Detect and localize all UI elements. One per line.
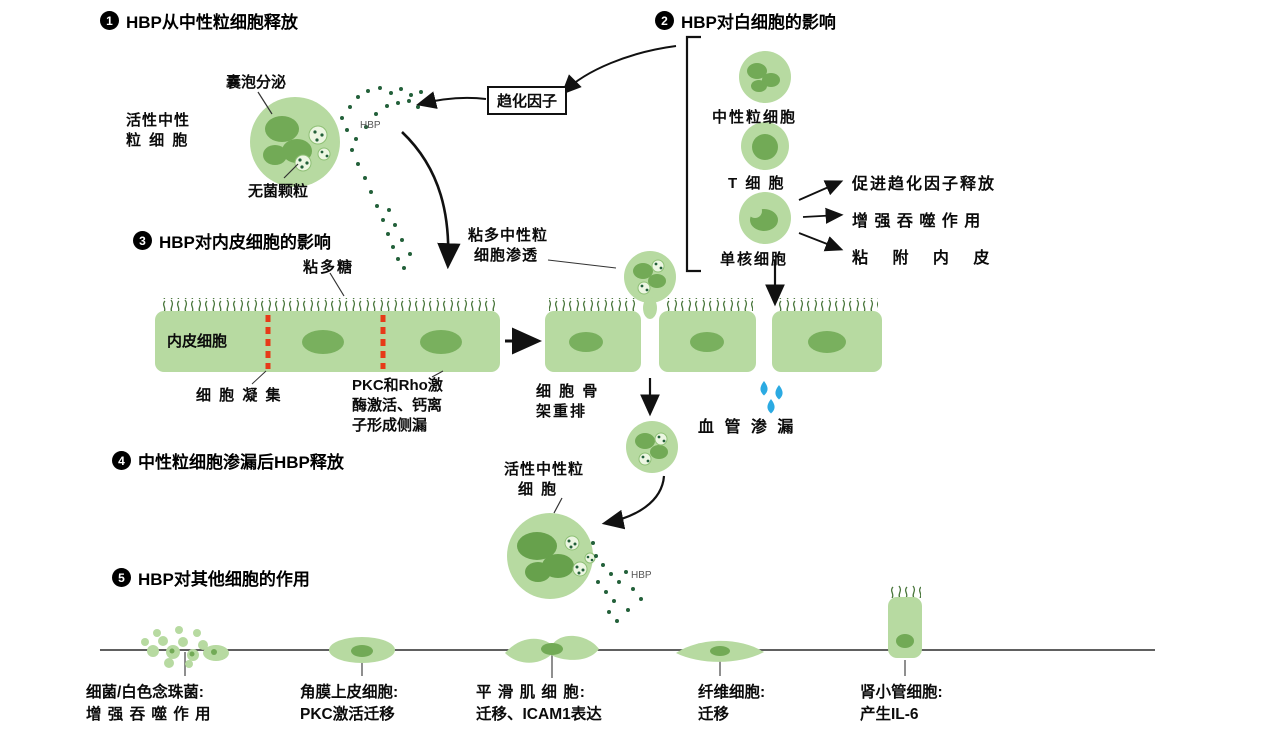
pkc-line3: 子形成侧漏 (352, 417, 428, 434)
active-neutrophil-label-line1: 活性中性 (126, 112, 191, 129)
section1-number: 1 (100, 11, 119, 30)
penetration-label-line1: 粘多中性粒 (468, 227, 549, 244)
cytoskeleton-line1: 细 胞 骨 (536, 383, 600, 400)
pkc-rho-label: PKC和Rho激 酶激活、钙离 子形成侧漏 (352, 376, 443, 436)
section3-title: 3 HBP对内皮细胞的影响 (133, 228, 331, 253)
monocyte-label: 单核细胞 (720, 251, 789, 268)
endothelium-row1 (155, 311, 500, 372)
hbp-dots-stream-2 (591, 541, 643, 623)
section1-title-text: HBP从中性粒细胞释放 (126, 13, 298, 32)
fibroblast-cell (676, 640, 764, 662)
granule-pointer-line (283, 163, 299, 179)
bacteria-name: 细菌/白色念珠菌: (86, 684, 204, 701)
fibroblast-effect: 迁移 (698, 706, 730, 723)
vascular-leak-droplets (760, 381, 783, 414)
corneal-label: 角膜上皮细胞: PKC激活迁移 (300, 682, 398, 726)
corneal-epithelial-cell (329, 637, 395, 663)
active-neutrophil-label-line2: 粒 细 胞 (126, 132, 190, 149)
section1-title: 1 HBP从中性粒细胞释放 (100, 8, 298, 33)
bacteria-candida-cluster (141, 626, 229, 668)
section4-title-text: 中性粒细胞渗漏后HBP释放 (138, 453, 344, 472)
section4-title: 4 中性粒细胞渗漏后HBP释放 (112, 448, 344, 473)
transmigrating-neutrophil-cell (624, 251, 676, 319)
activated-label-pointer-line (553, 497, 563, 514)
activated-label-line1: 活性中性粒 (504, 461, 585, 478)
glycocalyx-row2b (663, 298, 753, 311)
section2-title: 2 HBP对白细胞的影响 (655, 8, 836, 33)
section3-number: 3 (133, 231, 152, 250)
glycocalyx-row1 (160, 298, 495, 311)
neutrophil-cell (739, 51, 791, 103)
corneal-effect: PKC激活迁移 (300, 706, 395, 723)
section5-title-text: HBP对其他细胞的作用 (138, 570, 310, 589)
section4-number: 4 (112, 451, 131, 470)
renal-tubular-cell (888, 585, 922, 658)
glycocalyx-row2a (549, 298, 637, 311)
activated-neutrophil-label: 活性中性粒 细 胞 (504, 460, 584, 500)
cytoskeleton-line2: 架重排 (536, 403, 588, 420)
vascular-leak-label: 血 管 渗 漏 (698, 419, 797, 436)
glycocalyx-row3 (776, 298, 878, 311)
effect2-label: 增 强 吞 噬 作 用 (852, 213, 982, 230)
renal-tubular-effect: 产生IL-6 (860, 706, 919, 723)
smooth-muscle-cell (505, 635, 599, 663)
transmigrated-neutrophil-cell (626, 421, 678, 473)
hbp-to-endothelium-arrow (401, 131, 461, 270)
neutrophil-label: 中性粒细胞 (712, 109, 798, 126)
smooth-muscle-name: 平 滑 肌 细 胞: (476, 684, 586, 701)
corneal-name: 角膜上皮细胞: (300, 684, 399, 701)
renal-tubular-name: 肾小管细胞: (860, 684, 943, 701)
monocyte-cell (739, 192, 791, 244)
endothelium-row2 (545, 311, 756, 372)
t-cell (741, 122, 789, 170)
glycosaminoglycan-label: 粘多糖 (303, 259, 355, 276)
smooth-muscle-label: 平 滑 肌 细 胞: 迁移、ICAM1表达 (476, 682, 602, 726)
penetration-label-line2: 细胞渗透 (474, 247, 539, 264)
activated-label-line2: 细 胞 (518, 481, 559, 498)
section2-title-text: HBP对白细胞的影响 (681, 13, 836, 32)
cell-agglutination-label: 细 胞 凝 集 (196, 387, 283, 404)
neutrophil-penetration-label: 粘多中性粒 细胞渗透 (468, 226, 548, 266)
section5-number: 5 (112, 568, 131, 587)
active-neutrophil-cell (250, 97, 340, 187)
pkc-line1: PKC和Rho激 (352, 377, 443, 394)
leukocyte-bracket (685, 35, 701, 273)
pkc-line2: 酶激活、钙离 (352, 397, 443, 414)
renal-tubular-label: 肾小管细胞: 产生IL-6 (860, 682, 943, 726)
pkc-pointer-line (431, 370, 444, 378)
section2-number: 2 (655, 11, 674, 30)
leukocytes-to-chemokine-arrow (561, 45, 677, 95)
hbp-label-2: HBP (631, 570, 652, 581)
smooth-muscle-effect: 迁移、ICAM1表达 (476, 706, 602, 723)
section3-title-text: HBP对内皮细胞的影响 (159, 233, 331, 252)
agglutination-pointer-line (251, 370, 267, 385)
bacteria-label: 细菌/白色念珠菌: 增 强 吞 噬 作 用 (86, 682, 212, 726)
vesicle-pointer-line (257, 91, 273, 115)
to-activated-neutrophil-arrow (601, 475, 666, 530)
activated-neutrophil-cell (507, 513, 596, 599)
effect1-arrow (798, 180, 844, 201)
chemokine-to-hbp-arrow (416, 91, 487, 109)
section5-title: 5 HBP对其他细胞的作用 (112, 565, 310, 590)
hbp-label-1: HBP (360, 120, 381, 131)
endothelium-row3 (772, 311, 882, 372)
active-neutrophil-label: 活性中性 粒 细 胞 (126, 111, 190, 151)
effect1-label: 促进趋化因子释放 (852, 176, 997, 193)
effect2-arrow (802, 207, 844, 224)
penetration-pointer-line (547, 259, 617, 269)
sterile-granule-label: 无菌颗粒 (248, 183, 309, 200)
vesicle-secretion-label: 囊泡分泌 (226, 74, 287, 91)
chemokine-box: 趋化因子 (487, 86, 568, 115)
endothelial-cell-label: 内皮细胞 (167, 333, 228, 350)
effect3-label: 粘 附 内 皮 (852, 250, 1000, 267)
bacteria-effect: 增 强 吞 噬 作 用 (86, 706, 212, 723)
fibroblast-label: 纤维细胞: 迁移 (698, 682, 765, 726)
effect3-arrow (798, 232, 844, 252)
fibroblast-name: 纤维细胞: (698, 684, 766, 701)
glyco-pointer-line (329, 272, 345, 297)
cytoskeleton-label: 细 胞 骨 架重排 (536, 382, 599, 422)
hbp-dots-stream (340, 86, 432, 270)
t-cell-label: T 细 胞 (728, 175, 786, 192)
